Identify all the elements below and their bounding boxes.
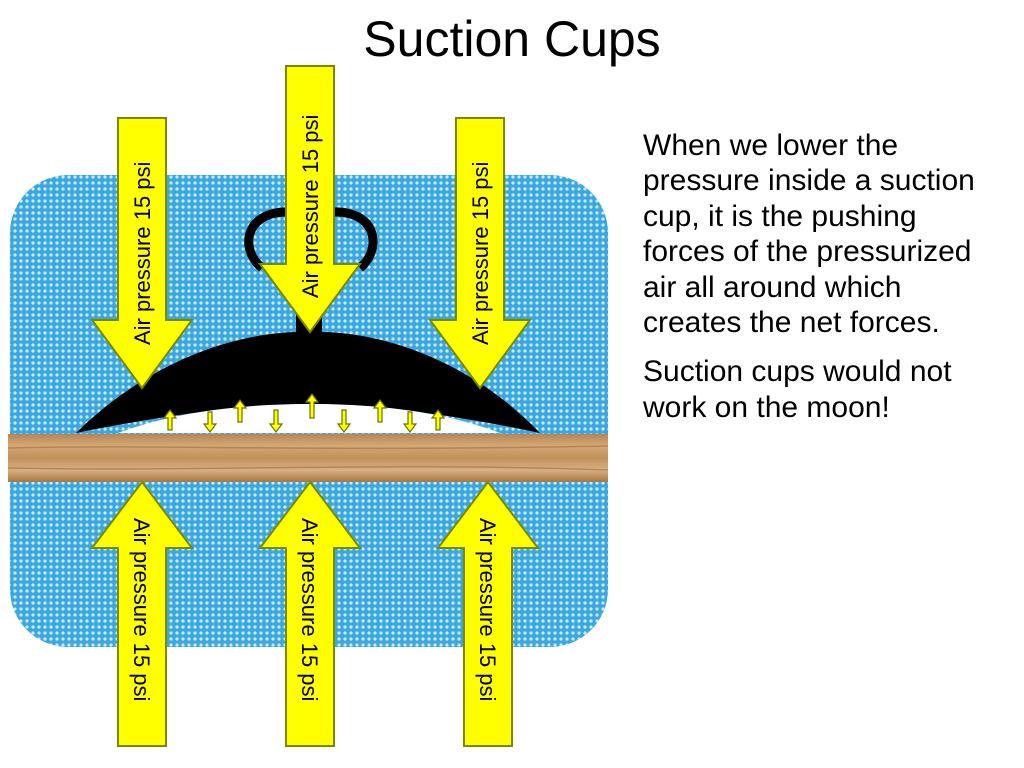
explanation-text: When we lower the pressure inside a suct… (643, 128, 1003, 439)
explanation-paragraph-1: When we lower the pressure inside a suct… (643, 128, 1003, 340)
arrow-label-bottom-right: Air pressure 15 psi (475, 518, 500, 701)
explanation-paragraph-2: Suction cups would not work on the moon! (643, 354, 1003, 425)
arrow-label-top-center: Air pressure 15 psi (298, 115, 323, 298)
wood-surface (8, 434, 608, 482)
arrow-label-bottom-left: Air pressure 15 psi (129, 518, 154, 701)
arrow-label-top-left: Air pressure 15 psi (130, 162, 155, 345)
suction-cup-diagram: Air pressure 15 psi Air pressure 15 psi … (0, 0, 620, 768)
arrow-label-bottom-center: Air pressure 15 psi (297, 518, 322, 701)
arrow-label-top-right: Air pressure 15 psi (468, 162, 493, 345)
diagram-canvas: Air pressure 15 psi Air pressure 15 psi … (0, 0, 620, 768)
